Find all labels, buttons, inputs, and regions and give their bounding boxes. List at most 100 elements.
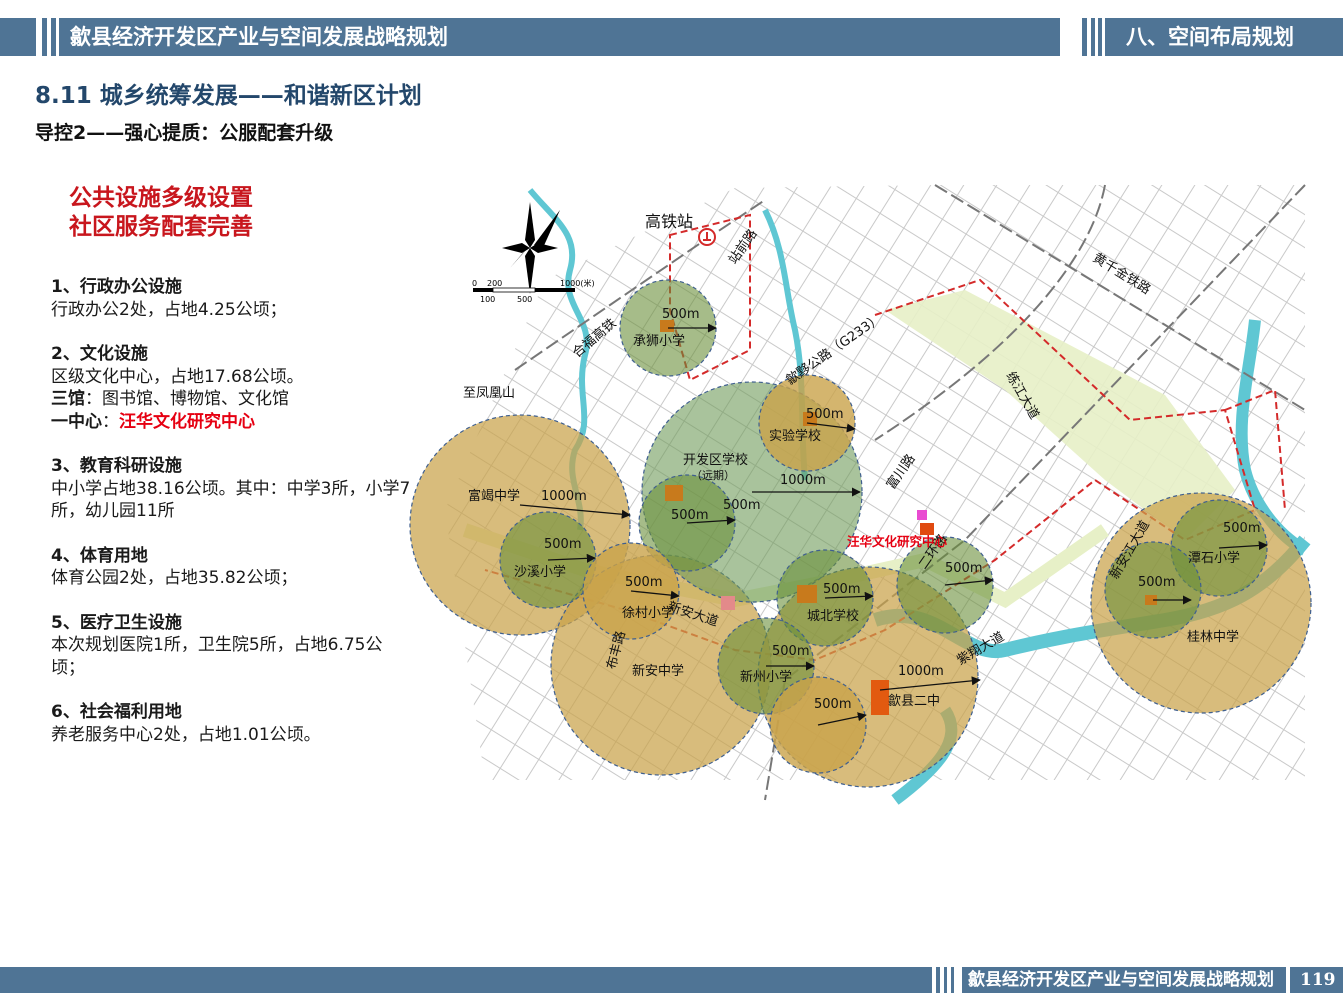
school-label: 城北学校 <box>807 608 859 624</box>
radius-label: 1000m <box>541 489 587 504</box>
school-site-ershizhong <box>871 680 889 715</box>
slogan-line-1: 公共设施多级设置 <box>69 185 253 211</box>
radius-arrow <box>824 591 874 601</box>
item-title: 5、医疗卫生设施 <box>51 612 182 633</box>
facility-item-admin: 1、行政办公设施 行政办公2处，占地4.25公顷； <box>51 276 411 321</box>
north-arrow-icon <box>502 202 560 294</box>
radius-arrow <box>806 422 856 433</box>
item-extra-highlight: 汪华文化研究中心 <box>119 411 255 432</box>
scale-tick: 1000(米) <box>560 278 595 288</box>
item-title: 1、行政办公设施 <box>51 277 182 297</box>
station-icon <box>703 232 711 241</box>
radius-arrow <box>879 676 981 691</box>
school-label: 新州小学 <box>740 669 792 685</box>
school-site <box>665 485 683 501</box>
circle-500m <box>1104 541 1202 639</box>
item-title: 6、社会福利用地 <box>51 702 182 722</box>
radius-label: 500m <box>671 508 708 523</box>
school-site <box>803 412 817 426</box>
planning-boundary <box>1224 388 1286 511</box>
radius-label: 500m <box>823 582 860 597</box>
radius-label: 500m <box>1138 575 1175 590</box>
school-label: 徐村小学 <box>622 605 674 621</box>
facility-list: 1、行政办公设施 行政办公2处，占地4.25公顷； 2、文化设施 区级文化中心，… <box>51 276 411 768</box>
radius-label: 500m <box>814 697 851 712</box>
school-label: 新安中学 <box>632 663 684 679</box>
facility-item-welfare: 6、社会福利用地 养老服务中心2处，占地1.01公顷。 <box>51 701 411 746</box>
header-chapter-stripes <box>1087 18 1105 56</box>
section-title: 8.11 城乡统筹发展——和谐新区计划 <box>35 83 422 109</box>
school-site <box>1145 595 1157 605</box>
radius-arrow <box>547 553 596 563</box>
item-extra: 三馆：图书馆、博物馆、文化馆 <box>51 388 411 411</box>
radius-label: 500m <box>544 537 581 552</box>
radius-arrow <box>944 576 994 586</box>
item-text: 本次规划医院1所，卫生院5所，占地6.75公顷； <box>51 635 383 678</box>
radius-label: 500m <box>772 644 809 659</box>
facility-item-education: 3、教育科研设施 中小学占地38.16公顷。其中：中学3所，小学7所，幼儿园11… <box>51 455 411 523</box>
scale-bar: 0 200 100 500 1000(米) <box>472 278 595 304</box>
footer-title-bar <box>962 967 1286 993</box>
school-sites <box>660 320 1157 715</box>
school-site <box>660 320 674 332</box>
radius-label: 500m <box>723 498 760 513</box>
facility-item-medical: 5、医疗卫生设施 本次规划医院1所，卫生院5所，占地6.75公顷； <box>51 612 411 680</box>
item-text: 养老服务中心2处，占地1.01公顷。 <box>51 724 321 745</box>
school-label: 开发区学校 <box>683 452 748 468</box>
radius-arrow <box>630 590 680 600</box>
footer-page-bar <box>1290 967 1343 993</box>
radius-arrows <box>519 323 1268 726</box>
radius-label: 500m <box>1223 521 1260 536</box>
radius-label: 1000m <box>898 664 944 679</box>
radius-label: 500m <box>625 575 662 590</box>
radius-label: 500m <box>662 307 699 322</box>
facility-item-culture: 2、文化设施 区级文化中心，占地17.68公顷。 三馆：图书馆、博物馆、文化馆 … <box>51 343 411 433</box>
scale-tick: 500 <box>517 295 532 304</box>
item-text: 体育公园2处，占地35.82公顷； <box>51 568 298 588</box>
landmark-site <box>917 510 927 520</box>
header-chapter: 八、空间布局规划 <box>1126 25 1294 49</box>
school-site <box>797 585 817 603</box>
header-chapter-bar <box>1082 18 1343 56</box>
railway <box>874 184 1106 441</box>
scale-tick: 200 <box>487 279 502 288</box>
school-label: 沙溪小学 <box>514 564 566 580</box>
school-labels: 富竭中学 1000m 新安中学 开发区学校 （远期） 1000m 歙县二中 10… <box>468 452 1239 709</box>
radius-arrow <box>1218 540 1268 551</box>
radius-label: 500m <box>806 407 843 422</box>
station-label: 高铁站 <box>645 212 693 231</box>
footer-bar <box>0 967 932 993</box>
item-text: 行政办公2处，占地4.25公顷； <box>51 299 287 320</box>
slogan-line-2: 社区服务配套完善 <box>69 214 253 240</box>
item-extra-text: ：图书馆、博物馆、文化馆 <box>85 389 289 409</box>
item-extra-label: 三馆 <box>51 389 85 409</box>
radius-arrow <box>519 504 631 519</box>
header-doc-title: 歙县经济开发区产业与空间发展战略规划 <box>70 25 448 49</box>
item-extra-text: ： <box>102 411 119 432</box>
school-labels-500: 500m 承狮小学 500m 实验学校 500m 500m 500m 沙溪小学 … <box>514 307 1260 712</box>
radius-arrow <box>817 712 867 726</box>
school-label: 潭石小学 <box>1188 550 1240 566</box>
radius-label: 500m <box>945 561 982 576</box>
school-label: 歙县二中 <box>888 693 940 709</box>
facility-item-sports: 4、体育用地 体育公园2处，占地35.82公顷； <box>51 545 411 590</box>
footer-doc-title: 歙县经济开发区产业与空间发展战略规划 <box>968 970 1274 990</box>
school-label: 桂林中学 <box>1187 629 1239 645</box>
item-extra-label: 一中心 <box>51 411 102 432</box>
scale-tick: 0 <box>472 279 477 288</box>
landmark-site <box>920 523 934 535</box>
item-text: 区级文化中心，占地17.68公顷。 <box>51 366 304 387</box>
item-extra: 一中心：汪华文化研究中心 <box>51 411 411 434</box>
item-title: 3、教育科研设施 <box>51 456 182 476</box>
school-label: 富竭中学 <box>468 488 520 504</box>
planning-map: 0 200 100 500 1000(米) 高铁站 站前路 合福高铁 歙黟公路（… <box>409 184 1312 805</box>
page-number: 119 <box>1300 970 1336 990</box>
item-title: 2、文化设施 <box>51 344 148 364</box>
green-belt <box>885 290 1235 540</box>
school-label: 实验学校 <box>769 428 821 444</box>
place-label: 至凤凰山 <box>463 386 515 401</box>
landmark-label: 汪华文化研究中心 <box>847 534 948 549</box>
item-text: 中小学占地38.16公顷。其中：中学3所，小学7所，幼儿园11所 <box>51 478 411 522</box>
header-stripes <box>36 18 59 56</box>
school-site <box>721 596 735 610</box>
